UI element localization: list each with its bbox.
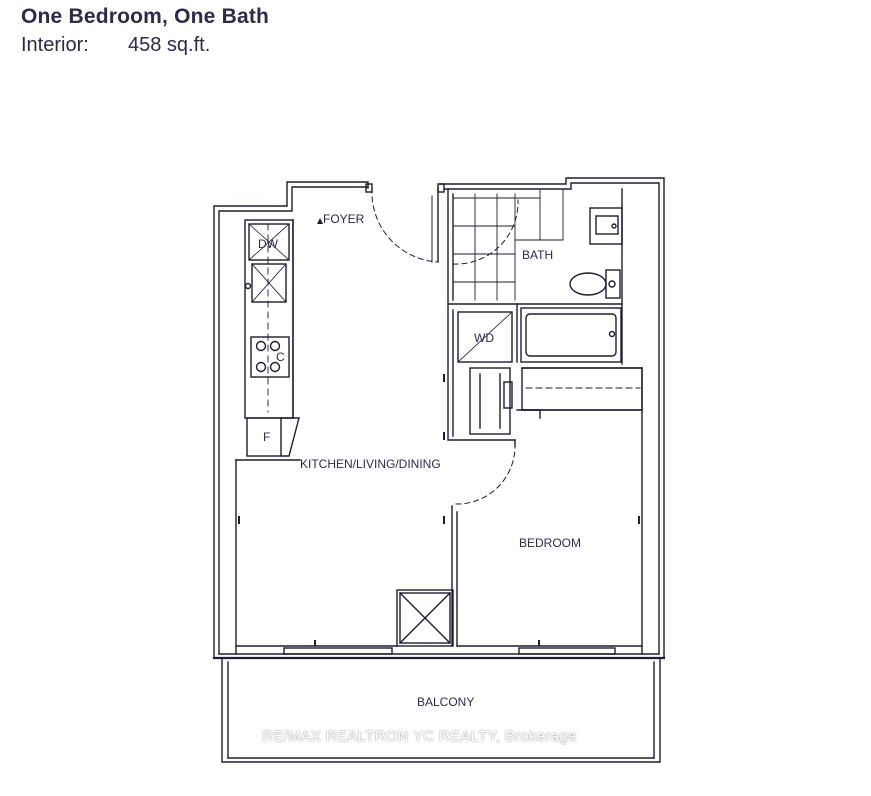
brokerage-watermark: RE/MAX REALTRON YC REALTY, Brokerage bbox=[262, 728, 577, 745]
sink bbox=[251, 263, 287, 303]
room-label-bedroom: BEDROOM bbox=[519, 536, 581, 550]
vanity bbox=[589, 207, 623, 245]
toilet bbox=[569, 272, 607, 296]
interior-area: Interior: 458 sq.ft. bbox=[21, 31, 269, 59]
bath-door-swing bbox=[452, 199, 519, 265]
room-label-kitchen: KITCHEN/LIVING/DINING bbox=[300, 457, 441, 471]
fridge bbox=[246, 417, 282, 457]
sliding-door bbox=[283, 647, 393, 655]
fixture-label-dishwasher: DW bbox=[258, 237, 279, 251]
room-label-foyer: FOYER bbox=[323, 212, 365, 226]
bedroom-closet bbox=[521, 367, 643, 411]
exterior-wall bbox=[213, 181, 369, 659]
utility-closet bbox=[469, 367, 511, 435]
cooktop bbox=[250, 336, 290, 378]
bathtub bbox=[520, 307, 622, 363]
balcony-outline bbox=[221, 657, 661, 763]
unit-title: One Bedroom, One Bath bbox=[21, 5, 270, 28]
interior-value: 458 sq.ft. bbox=[128, 34, 211, 56]
mechanical-shaft bbox=[396, 589, 454, 647]
room-label-bath: BATH bbox=[522, 248, 553, 262]
washer-dryer bbox=[457, 311, 513, 363]
entry-door-swing bbox=[371, 187, 439, 263]
room-label-balcony: BALCONY bbox=[417, 695, 474, 709]
plan-header: One Bedroom, One Bath Interior: 458 sq.ft… bbox=[21, 3, 269, 59]
bath-wall bbox=[447, 188, 623, 305]
dishwasher bbox=[248, 223, 290, 261]
fixture-label-washer-dryer: WD bbox=[474, 331, 494, 345]
fixture-label-cooktop: C bbox=[276, 350, 285, 364]
bedroom-door-swing bbox=[455, 445, 516, 505]
interior-label: Interior: bbox=[21, 34, 89, 56]
fixture-label-fridge: F bbox=[263, 430, 270, 444]
